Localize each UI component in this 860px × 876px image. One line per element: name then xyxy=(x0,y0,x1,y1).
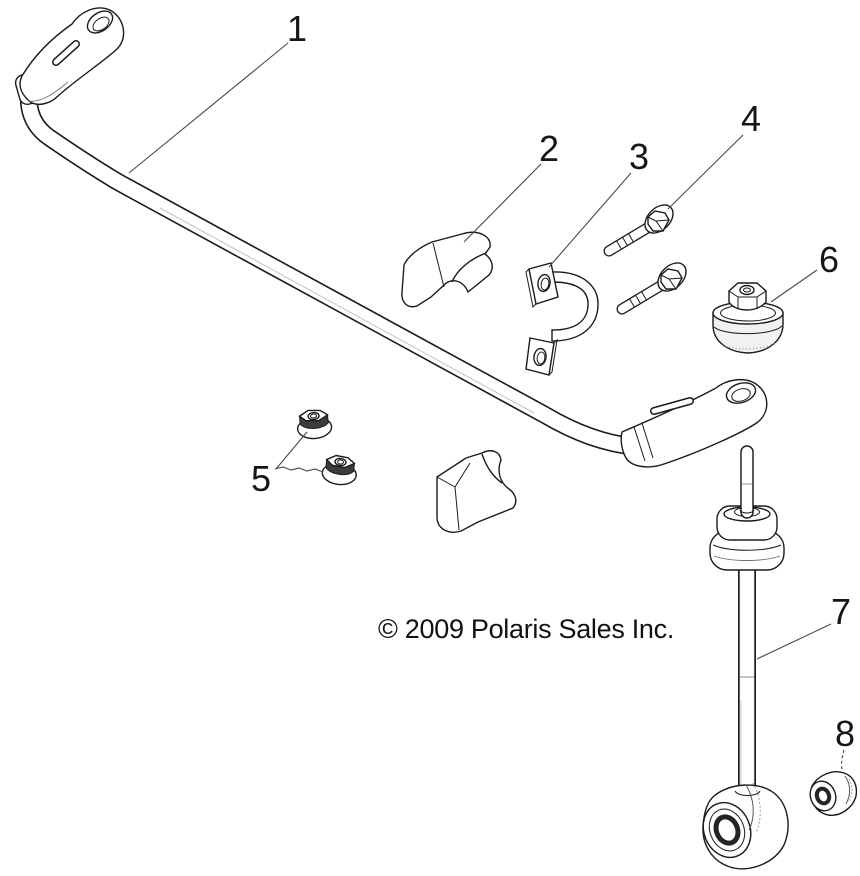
frame-bushing xyxy=(712,282,784,354)
callout-6: 6 xyxy=(819,239,839,280)
callout-4-leader xyxy=(667,134,744,210)
stabilizer-link xyxy=(702,445,789,870)
callout-8-leader xyxy=(841,749,845,771)
clamp-bolt-1 xyxy=(609,200,678,251)
flange-nut-1 xyxy=(295,407,334,441)
callout-1: 1 xyxy=(287,8,307,49)
stabilizer-bar xyxy=(14,7,768,468)
copyright-text: © 2009 Polaris Sales Inc. xyxy=(378,614,674,644)
bar-shade-line xyxy=(159,207,535,414)
callout-5-leader-a xyxy=(275,431,308,470)
clamp-bolt-2 xyxy=(622,258,691,309)
callout-5: 5 xyxy=(251,458,271,499)
callout-2-leader xyxy=(463,163,542,243)
callout-7-leader xyxy=(756,623,832,660)
callout-6-leader xyxy=(770,269,818,303)
callout-7: 7 xyxy=(831,591,851,632)
bar-bushing-upper xyxy=(401,231,493,308)
callout-8: 8 xyxy=(835,713,855,754)
callout-1-leader xyxy=(128,42,289,174)
bar-left-eyelet xyxy=(86,10,114,34)
callout-3-leader xyxy=(548,172,632,268)
link-spacer-bushing xyxy=(809,771,858,816)
flange-nut-2 xyxy=(320,453,359,487)
callout-5-leader-b xyxy=(274,466,324,473)
callout-3: 3 xyxy=(629,136,649,177)
callout-2: 2 xyxy=(539,128,559,169)
callout-4: 4 xyxy=(741,98,761,139)
bar-bushing-lower xyxy=(436,450,517,533)
bushing-clamp xyxy=(525,262,599,376)
